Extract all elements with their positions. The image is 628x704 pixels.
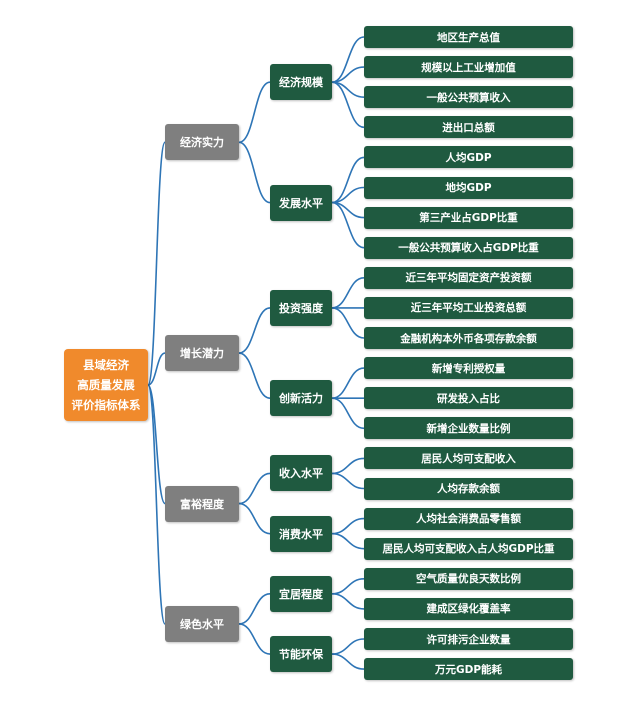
subcategory-node: 经济规模 <box>270 64 332 101</box>
subcategory-node: 消费水平 <box>270 515 332 552</box>
connector-root-to-category <box>147 384 166 505</box>
connector-category-to-sub <box>238 472 271 505</box>
category-node: 增长潜力 <box>165 335 239 372</box>
leaf-indicator: 建成区绿化覆盖率 <box>364 597 573 620</box>
leaf-indicator: 新增专利授权量 <box>364 357 573 380</box>
leaf-indicator: 人均存款余额 <box>364 477 573 500</box>
category-node: 绿色水平 <box>165 605 239 642</box>
connector-category-to-sub <box>238 81 271 144</box>
category-node: 经济实力 <box>165 124 239 161</box>
leaf-indicator: 地均GDP <box>364 176 573 199</box>
leaf-indicator: 许可排污企业数量 <box>364 628 573 650</box>
root-node: 县域经济 高质量发展 评价指标体系 <box>64 349 148 421</box>
connector-category-to-sub <box>238 307 271 354</box>
connector-category-to-sub <box>238 352 271 399</box>
connector-sub-to-leaf <box>331 593 365 610</box>
connector-root-to-category <box>147 352 166 386</box>
connector-category-to-sub <box>238 141 271 204</box>
connector-sub-to-leaf <box>331 156 365 204</box>
leaf-indicator: 近三年平均工业投资总额 <box>364 296 573 319</box>
connector-sub-to-leaf <box>331 367 365 399</box>
connector-sub-to-leaf <box>331 277 365 309</box>
leaf-indicator: 进出口总额 <box>364 116 573 139</box>
leaf-indicator: 地区生产总值 <box>364 26 573 48</box>
connector-category-to-sub <box>238 502 271 535</box>
connector-sub-to-leaf <box>331 653 365 670</box>
subcategory-node: 节能环保 <box>270 636 332 673</box>
connector-sub-to-leaf <box>331 638 365 655</box>
connector-category-to-sub <box>238 593 271 625</box>
subcategory-node: 收入水平 <box>270 455 332 492</box>
leaf-indicator: 人均社会消费品零售额 <box>364 507 573 530</box>
leaf-indicator: 金融机构本外币各项存款余额 <box>364 327 573 349</box>
leaf-indicator: 居民人均可支配收入占人均GDP比重 <box>364 537 573 560</box>
connector-category-to-sub <box>238 623 271 655</box>
subcategory-node: 创新活力 <box>270 380 332 417</box>
subcategory-node: 宜居程度 <box>270 575 332 612</box>
leaf-indicator: 人均GDP <box>364 146 573 169</box>
leaf-indicator: 新增企业数量比例 <box>364 417 573 440</box>
connector-root-to-category <box>147 384 166 625</box>
leaf-indicator: 居民人均可支配收入 <box>364 447 573 470</box>
root-line-1: 县域经济 <box>83 358 129 372</box>
leaf-indicator: 万元GDP能耗 <box>364 658 573 681</box>
root-line-2: 高质量发展 <box>77 378 135 392</box>
connector-root-to-category <box>147 141 166 386</box>
connector-sub-to-leaf <box>331 81 365 129</box>
connector-sub-to-leaf <box>331 532 365 550</box>
leaf-indicator: 一般公共预算收入 <box>364 86 573 109</box>
leaf-indicator: 空气质量优良天数比例 <box>364 567 573 590</box>
connector-sub-to-leaf <box>331 472 365 490</box>
connector-sub-to-leaf <box>331 201 365 249</box>
connector-sub-to-leaf <box>331 397 365 430</box>
leaf-indicator: 研发投入占比 <box>364 387 573 410</box>
leaf-indicator: 近三年平均固定资产投资额 <box>364 266 573 289</box>
connector-sub-to-leaf <box>331 517 365 535</box>
connector-sub-to-leaf <box>331 457 365 475</box>
connector-sub-to-leaf <box>331 36 365 83</box>
category-node: 富裕程度 <box>165 485 239 522</box>
subcategory-node: 发展水平 <box>270 184 332 221</box>
connector-sub-to-leaf <box>331 307 365 339</box>
leaf-indicator: 规模以上工业增加值 <box>364 56 573 79</box>
root-line-3: 评价指标体系 <box>71 398 141 412</box>
leaf-indicator: 第三产业占GDP比重 <box>364 206 573 229</box>
connector-sub-to-leaf <box>331 578 365 595</box>
leaf-indicator: 一般公共预算收入占GDP比重 <box>364 236 573 259</box>
subcategory-node: 投资强度 <box>270 289 332 326</box>
